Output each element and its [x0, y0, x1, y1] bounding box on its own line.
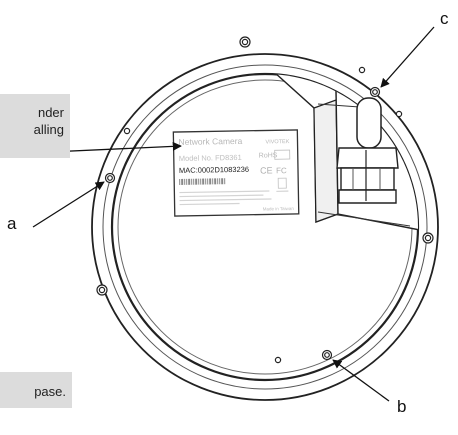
callout-box-bottom: pase.	[0, 372, 72, 408]
screw-hole	[359, 67, 364, 72]
label-ce: CE	[260, 165, 273, 175]
screw-hole	[396, 111, 401, 116]
cable-bracket-side	[314, 100, 338, 222]
label-fc: FC	[276, 166, 287, 175]
callout-box-top: nder alling	[0, 94, 70, 158]
callout-bottom-line1: pase.	[0, 383, 66, 400]
product-label: Network Camera VIVOTEK Model No. FD8361 …	[173, 130, 298, 216]
callout-top-line1: nder	[0, 104, 64, 121]
label-vendor-logo: VIVOTEK	[265, 139, 289, 145]
label-mac: MAC:0002D1083236	[179, 165, 249, 175]
label-footer: Made in Taiwan	[263, 206, 295, 212]
label-a: a	[7, 214, 16, 234]
label-brand: Network Camera	[178, 136, 242, 147]
screw-hole	[275, 357, 280, 362]
arrow-c	[381, 27, 434, 87]
callout-top-line2: alling	[0, 121, 64, 138]
label-b: b	[397, 397, 406, 417]
label-model: Model No. FD8361	[179, 153, 242, 163]
screw-hole	[124, 128, 129, 133]
label-c: c	[440, 9, 449, 29]
